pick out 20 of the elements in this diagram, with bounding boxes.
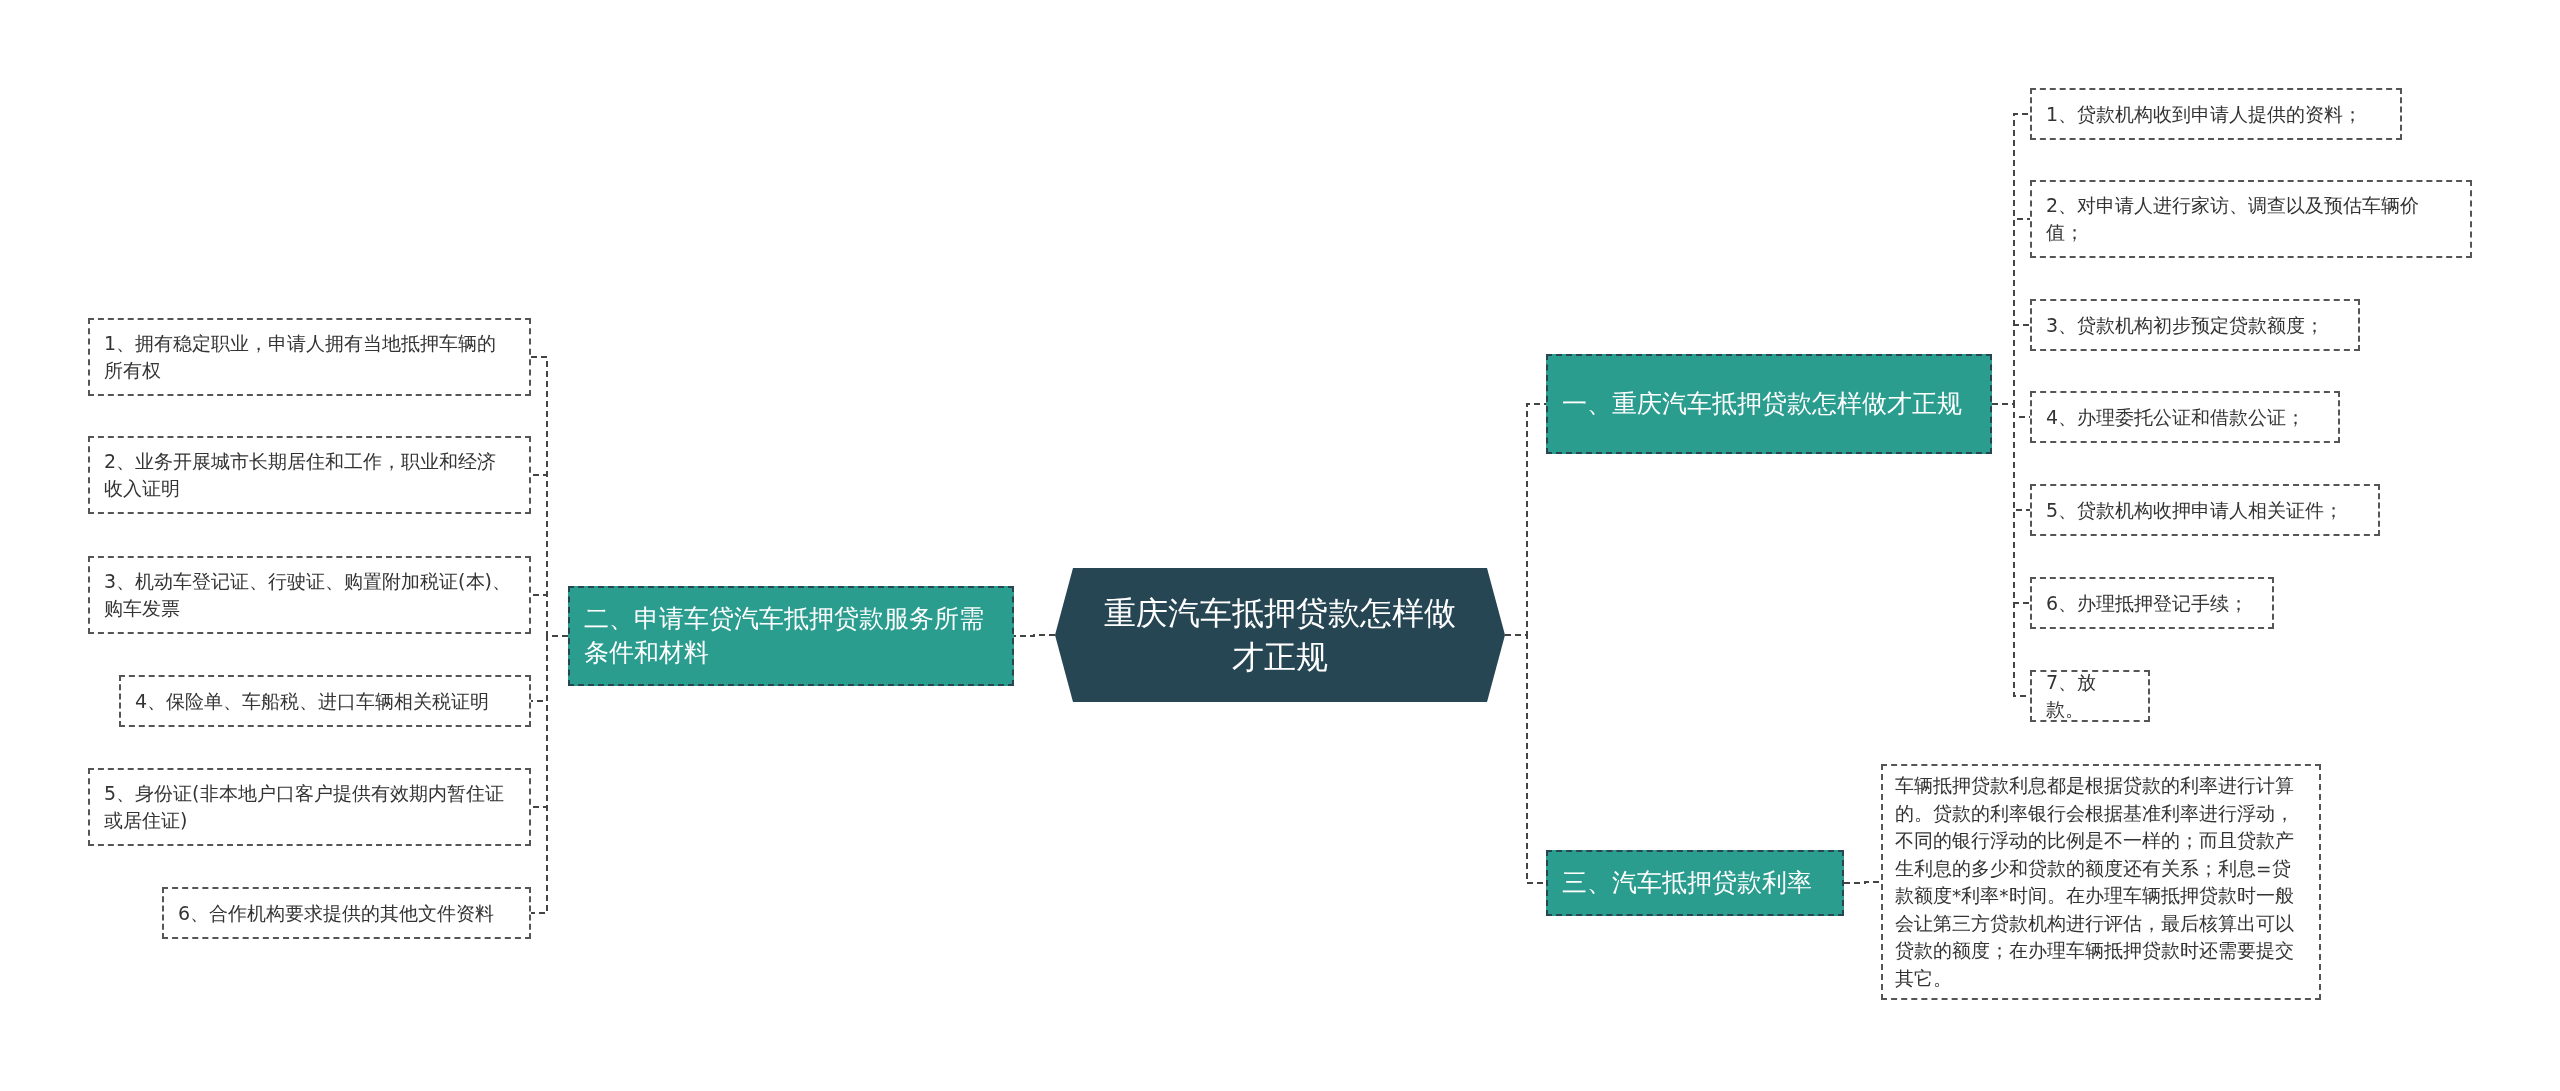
central-topic: 重庆汽车抵押贷款怎样做才正规 [1055,568,1505,702]
leaf-box: 1、拥有稳定职业，申请人拥有当地抵押车辆的所有权 [88,318,531,396]
leaf-box: 6、办理抵押登记手续； [2030,577,2274,629]
branch-box: 二、申请车贷汽车抵押贷款服务所需条件和材料 [568,586,1014,686]
leaf-box: 4、办理委托公证和借款公证； [2030,391,2340,443]
leaf-box: 5、身份证(非本地户口客户提供有效期内暂住证或居住证) [88,768,531,846]
leaf-box: 4、保险单、车船税、进口车辆相关税证明 [119,675,531,727]
leaf-box: 3、贷款机构初步预定贷款额度； [2030,299,2360,351]
branch-box: 一、重庆汽车抵押贷款怎样做才正规 [1546,354,1992,454]
leaf-box: 7、放款。 [2030,670,2150,722]
leaf-box: 2、对申请人进行家访、调查以及预估车辆价值； [2030,180,2472,258]
note-box: 车辆抵押贷款利息都是根据贷款的利率进行计算的。贷款的利率银行会根据基准利率进行浮动，不同的银行浮动的比例是不一样的；而且贷款产生利息的多少和贷款的额度还有关系；利息=贷款额度*利率*时间。在办理车辆抵押贷款时一般会让第三方贷款机构进行评估，最后核算出可以贷款的额度；在办理车辆抵押贷款时还需要提交其它。 [1881,764,2321,1000]
leaf-box: 1、贷款机构收到申请人提供的资料； [2030,88,2402,140]
branch-box: 三、汽车抵押贷款利率 [1546,850,1844,916]
leaf-box: 6、合作机构要求提供的其他文件资料 [162,887,531,939]
leaf-box: 5、贷款机构收押申请人相关证件； [2030,484,2380,536]
leaf-box: 3、机动车登记证、行驶证、购置附加税证(本)、购车发票 [88,556,531,634]
connector-line [530,635,569,914]
connector-line [1843,881,1882,884]
leaf-box: 2、业务开展城市长期居住和工作，职业和经济收入证明 [88,436,531,514]
